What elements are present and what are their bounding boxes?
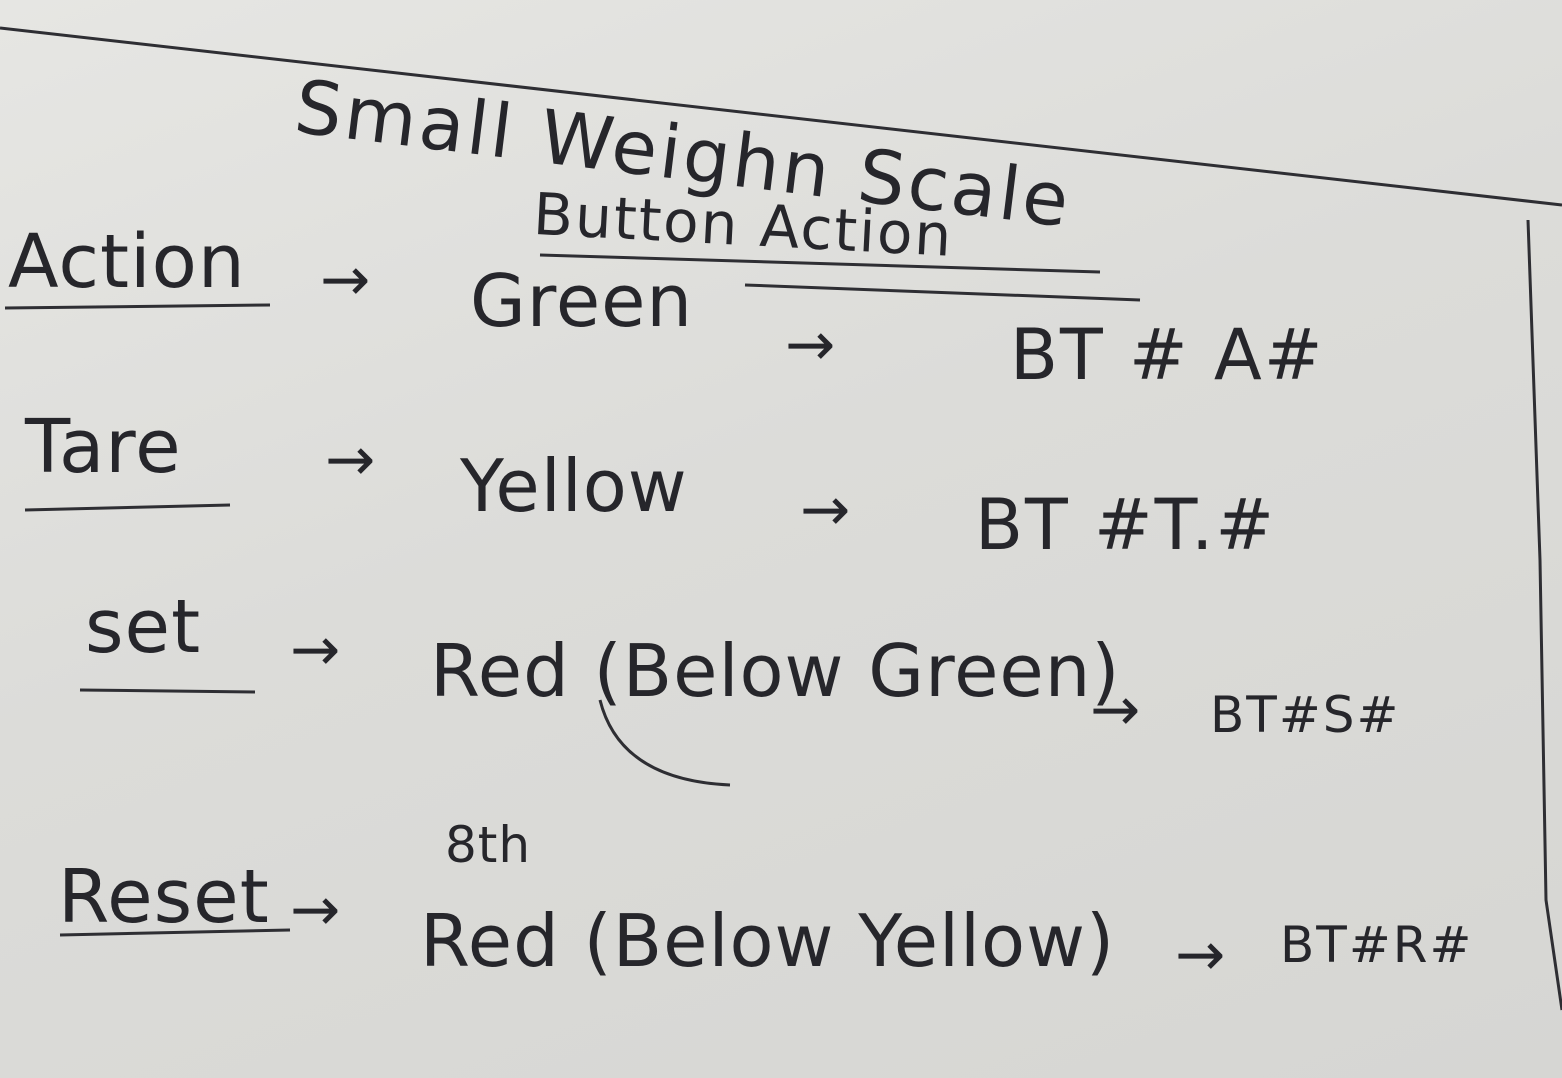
row-label-reset: Reset <box>58 854 270 940</box>
swoop-line <box>598 699 731 787</box>
right-edge-line <box>1526 219 1562 1011</box>
label-underline-tare <box>24 503 231 512</box>
subtitle-underline-2 <box>744 283 1141 302</box>
row-arrow-2: → <box>1090 675 1142 745</box>
row-arrow-1: → <box>290 615 342 685</box>
label-underline-reset <box>59 928 291 937</box>
row-arrow-1: → <box>320 245 372 315</box>
row-arrow-1: → <box>325 425 377 495</box>
row-label-tare: Tare <box>25 404 182 490</box>
row-code-set: BT#S# <box>1210 686 1401 744</box>
row-arrow-1: → <box>290 875 342 945</box>
row-label-set: set <box>85 584 202 670</box>
row-code-action: BT # A# <box>1010 314 1325 396</box>
subtitle-underline-1 <box>539 253 1101 274</box>
annotation-8th: 8th <box>445 816 532 874</box>
row-color-red-below-green: Red (Below Green) <box>430 629 1121 713</box>
row-code-tare: BT #T.# <box>975 484 1277 566</box>
row-arrow-2: → <box>785 310 837 380</box>
row-arrow-2: → <box>1175 920 1227 990</box>
row-arrow-2: → <box>800 475 852 545</box>
row-code-reset: BT#R# <box>1280 916 1474 974</box>
row-label-action: Action <box>8 219 246 305</box>
label-underline-action <box>4 303 271 310</box>
label-underline-set <box>79 688 256 694</box>
row-color-green: Green <box>470 259 694 343</box>
top-edge-line <box>0 26 1562 207</box>
row-color-red-below-yellow: Red (Below Yellow) <box>420 899 1116 983</box>
row-color-yellow: Yellow <box>460 444 688 528</box>
